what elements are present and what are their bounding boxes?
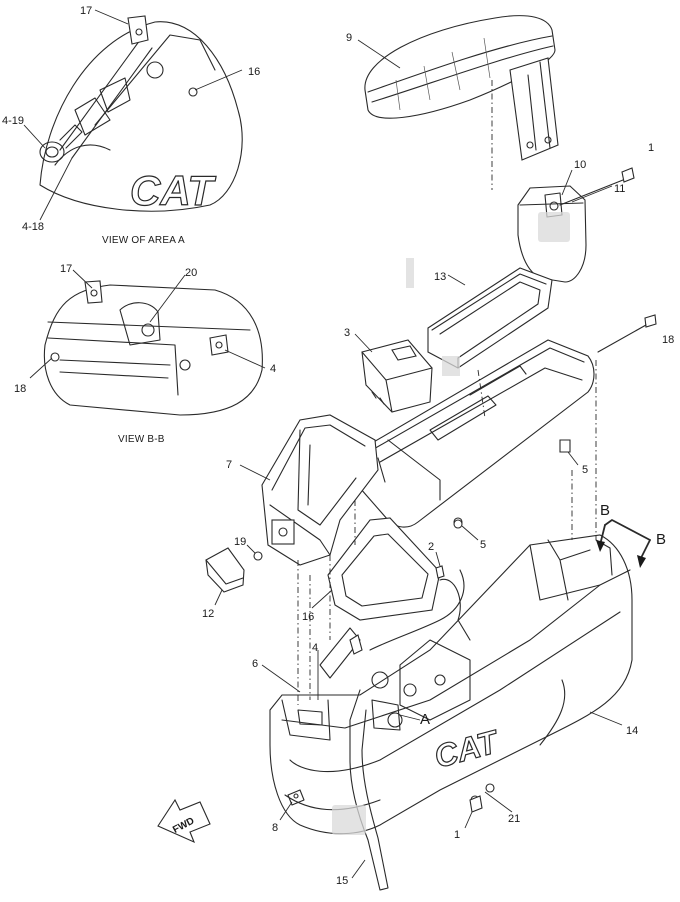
callout-1-bottom: 1 [454,829,460,841]
console-body-part-14: CAT [269,534,633,835]
callout-4-main: 4 [312,642,318,654]
callout-5-mid: 5 [480,539,486,551]
lever-mechanism [319,569,471,891]
callout-16-main: 16 [302,611,314,623]
callout-9: 9 [346,32,352,44]
callout-4-19: 4-19 [2,115,24,127]
assembly-centerlines [297,80,597,705]
gasket-part-16 [327,517,441,621]
callout-17-view-b: 17 [60,263,72,275]
box-part-3 [361,339,433,413]
caption-view-of-area-a: VIEW OF AREA A [102,235,185,246]
caption-view-b-b: VIEW B-B [118,434,165,445]
callout-8: 8 [272,822,278,834]
callout-12: 12 [202,608,214,620]
callout-7: 7 [226,459,232,471]
forward-direction-arrow: FWD [157,798,211,844]
section-mark-b-upper: B [600,502,610,519]
detail-view-b-b [43,280,263,416]
section-arrow-b [596,519,651,568]
cat-logo-outline-view-a: CAT [130,167,217,214]
cover-part-12 [205,547,245,593]
callout-4-18: 4-18 [22,221,44,233]
callout-3: 3 [344,327,350,339]
callout-21: 21 [508,813,520,825]
section-mark-b-lower: B [656,531,666,548]
callout-18-main: 18 [662,334,674,346]
callout-11: 11 [614,183,625,195]
callout-20: 20 [185,267,197,279]
callout-4-view-b: 4 [270,363,276,375]
front-housing-part-7 [253,414,379,566]
section-mark-a: A [420,711,430,728]
detail-view-area-a: CAT [39,15,243,215]
callout-15: 15 [336,875,348,887]
callout-16-view-a: 16 [248,66,260,78]
tray-part-13 [406,258,553,376]
callout-10: 10 [574,159,586,171]
callout-2: 2 [428,541,434,553]
callout-6: 6 [252,658,258,670]
callout-19: 19 [234,536,246,548]
armrest-part-9 [364,15,559,161]
leader-lines [23,9,623,879]
callout-13: 13 [434,271,446,283]
bracket-part-10 [517,167,635,283]
small-hardware [287,314,657,813]
callout-14: 14 [626,725,638,737]
callout-17-view-a: 17 [80,5,92,17]
callout-1-top: 1 [648,142,654,154]
callout-18-view-b: 18 [14,383,26,395]
callout-5-right: 5 [582,464,588,476]
